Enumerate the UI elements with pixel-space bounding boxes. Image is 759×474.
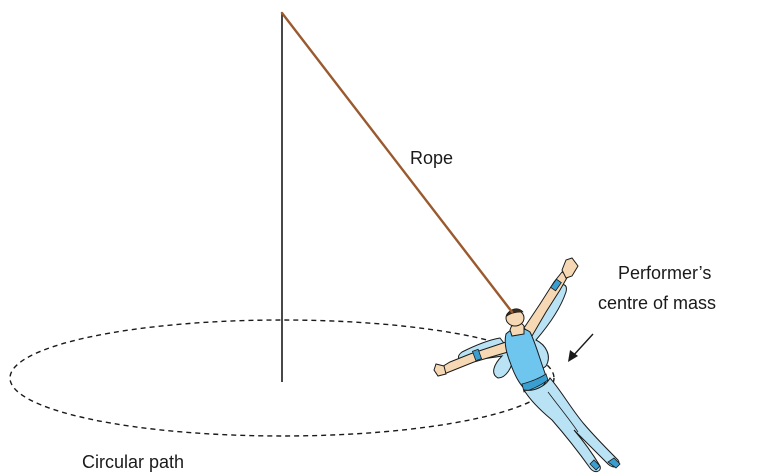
performer-label-line1: Performer’s (618, 263, 711, 283)
rope-line (282, 13, 512, 312)
performer-icon (434, 258, 620, 472)
performer-label-line2: centre of mass (598, 293, 716, 313)
circular-path-label: Circular path (82, 452, 184, 472)
arrow-icon (568, 334, 593, 362)
performer-legs (524, 378, 619, 472)
right-hand (562, 258, 578, 278)
left-hand (434, 364, 446, 376)
rope-label: Rope (410, 148, 453, 168)
